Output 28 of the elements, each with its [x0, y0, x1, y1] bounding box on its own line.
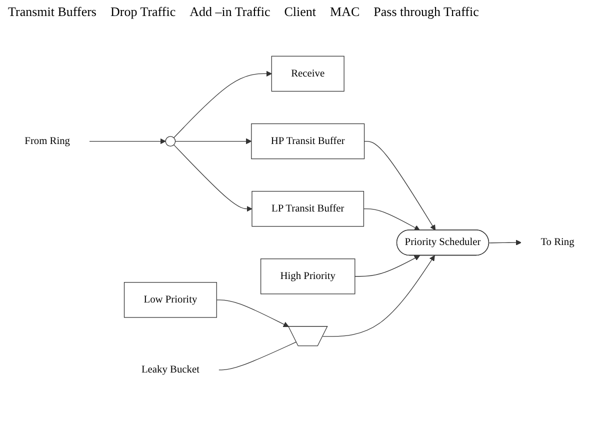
node-box — [260, 258, 356, 294]
node-box — [252, 190, 364, 226]
node-text: From Ring — [24, 135, 70, 146]
node-box — [271, 56, 344, 92]
node-text: Leaky Bucket — [141, 364, 200, 375]
node-trapezoid — [288, 326, 328, 346]
flow-diagram: Receive High Priority Low Priority Leaky Bucket HP Transit Buffer LP Transit Buffer Priority Scheduler From Ring To Ring — [0, 50, 599, 392]
arrow — [216, 299, 289, 327]
note-text: Pass through Traffic — [374, 4, 479, 20]
arrow — [322, 255, 435, 336]
node-text: To Ring — [540, 236, 574, 248]
arrow — [488, 239, 522, 246]
note-text: Transmit Buffers — [8, 4, 96, 20]
arrow — [174, 144, 252, 212]
arrow — [364, 140, 436, 230]
node-circle — [165, 136, 176, 146]
node-box — [251, 123, 365, 159]
note-text: Client — [284, 4, 316, 20]
note-text: MAC — [330, 4, 360, 20]
note-text: Add –in Traffic — [190, 4, 270, 20]
note-text: Drop Traffic — [110, 4, 176, 20]
arrow — [174, 70, 272, 138]
arrow — [175, 138, 252, 144]
arrow — [89, 138, 166, 144]
arrow — [363, 208, 420, 230]
connector — [218, 341, 297, 370]
node-box — [124, 282, 217, 318]
arrow — [354, 255, 420, 276]
